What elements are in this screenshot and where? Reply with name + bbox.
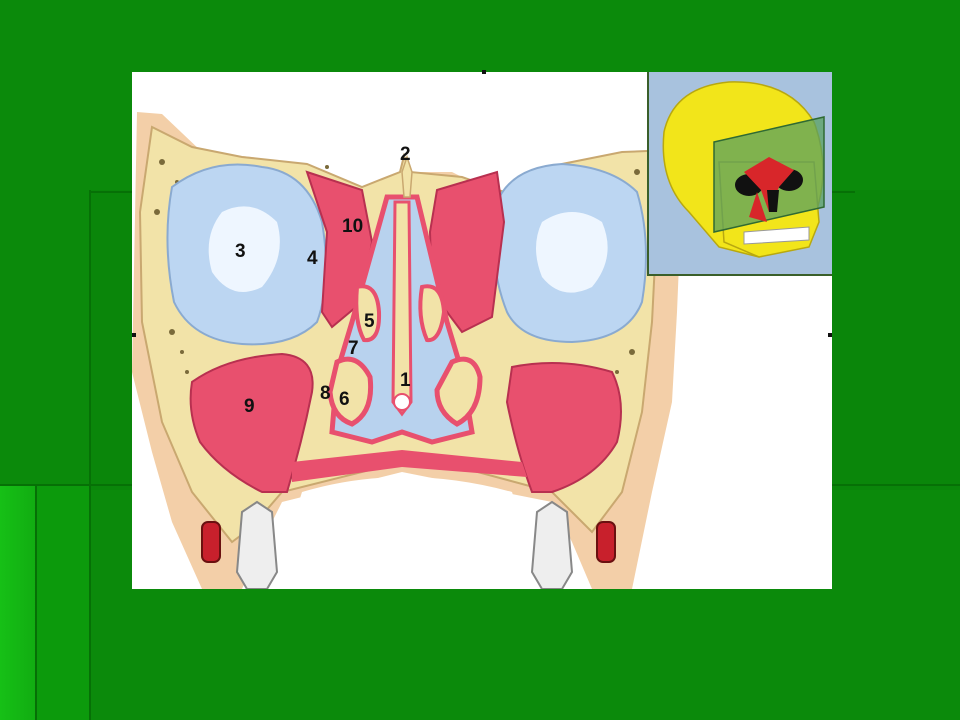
label-4: 4 [307,248,318,269]
inset-maxillary-red [749,192,767,222]
label-2: 2 [400,144,411,165]
left-vessel [201,521,221,563]
sinus-diagram: 1 2 3 4 5 6 7 8 9 10 [132,112,692,589]
skull-teeth [743,226,810,245]
label-6: 6 [339,389,350,410]
inset-sinus-red [744,157,794,212]
label-10: 10 [342,216,363,237]
right-middle-turbinate [418,284,447,343]
skull-inset [647,72,832,276]
vomer-knob [393,393,411,411]
nasal-aperture [767,190,779,212]
frame-marker-right [828,333,832,337]
right-orbit-highlight [536,212,608,293]
label-8: 8 [320,383,331,404]
frame-marker-top [482,70,486,74]
right-vessel [596,521,616,563]
frame-marker-left [132,333,136,337]
left-middle-turbinate [354,284,382,343]
crista-galli [401,154,413,198]
label-3: 3 [235,241,246,262]
label-9: 9 [244,396,255,417]
left-maxillary-sinus [189,352,314,493]
right-tooth [530,500,574,589]
label-5: 5 [364,311,375,332]
right-inferior-turbinate [434,356,483,427]
label-1: 1 [400,370,411,391]
right-maxillary-sinus [505,362,622,493]
left-tooth [235,500,279,589]
hard-palate [292,450,527,482]
skull-illustration [649,72,832,274]
label-7: 7 [348,338,359,359]
left-orbit-highlight [208,206,280,292]
oral-cavity [272,477,542,589]
left-inferior-turbinate [327,356,374,427]
